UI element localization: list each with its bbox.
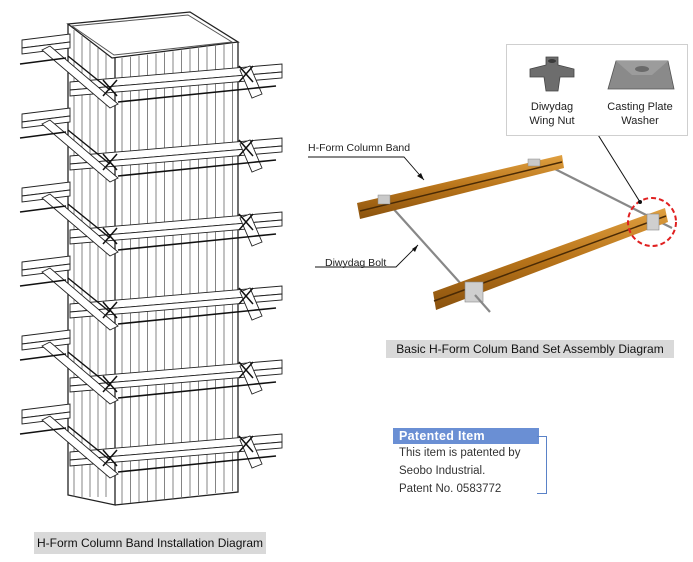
band-set-assembly-diagram [308,130,677,313]
column-panel-ribs [73,30,233,504]
column-band-levels [19,33,283,479]
wing-nut-highlight-circle [627,197,677,247]
column-band-level [19,403,283,479]
column-band-level [19,181,283,257]
column-formwork-body [66,11,240,506]
patent-line-3: Patent No. 0583772 [399,483,502,495]
wing-nut-label-line1: Diwydag [530,101,574,113]
patent-line-1: This item is patented by [399,447,521,459]
h-form-band-front [433,208,668,313]
bolt-callout-leader [315,244,419,268]
column-installation-diagram [19,11,283,506]
column-band-level [19,107,283,183]
wing-nut-label-line2: Wing Nut [529,115,575,127]
patent-bracket [537,436,547,494]
band-callout-label: H-Form Column Band [308,142,411,154]
washer-label-line2: Washer [621,115,659,127]
patent-line-2: Seobo Industrial. [399,465,486,477]
inset-pointer-line [594,130,641,203]
column-band-level [19,329,283,405]
patent-title: Patented Item [393,428,539,444]
patent-info-box: Patented Item This item is patented by S… [393,428,553,498]
h-form-band-rear [357,155,564,219]
assembly-diagram-caption: Basic H-Form Colum Band Set Assembly Dia… [386,340,674,358]
parts-inset-box: Diwydag Wing Nut Casting Plate Washer [506,44,688,136]
installation-diagram-caption: H-Form Column Band Installation Diagram [34,532,266,554]
band-callout-leader [308,156,425,181]
wing-nut-icon [529,56,575,92]
column-band-level [19,33,283,109]
part-casting-plate-washer: Casting Plate Washer [597,51,683,128]
part-wing-nut: Diwydag Wing Nut [509,51,595,128]
bolt-callout-label: Diwydag Bolt [325,257,387,269]
diwydag-bolt-rear [389,204,463,286]
column-band-level [19,255,283,331]
washer-plate-icon [607,60,675,90]
washer-label-line1: Casting Plate [607,101,673,113]
